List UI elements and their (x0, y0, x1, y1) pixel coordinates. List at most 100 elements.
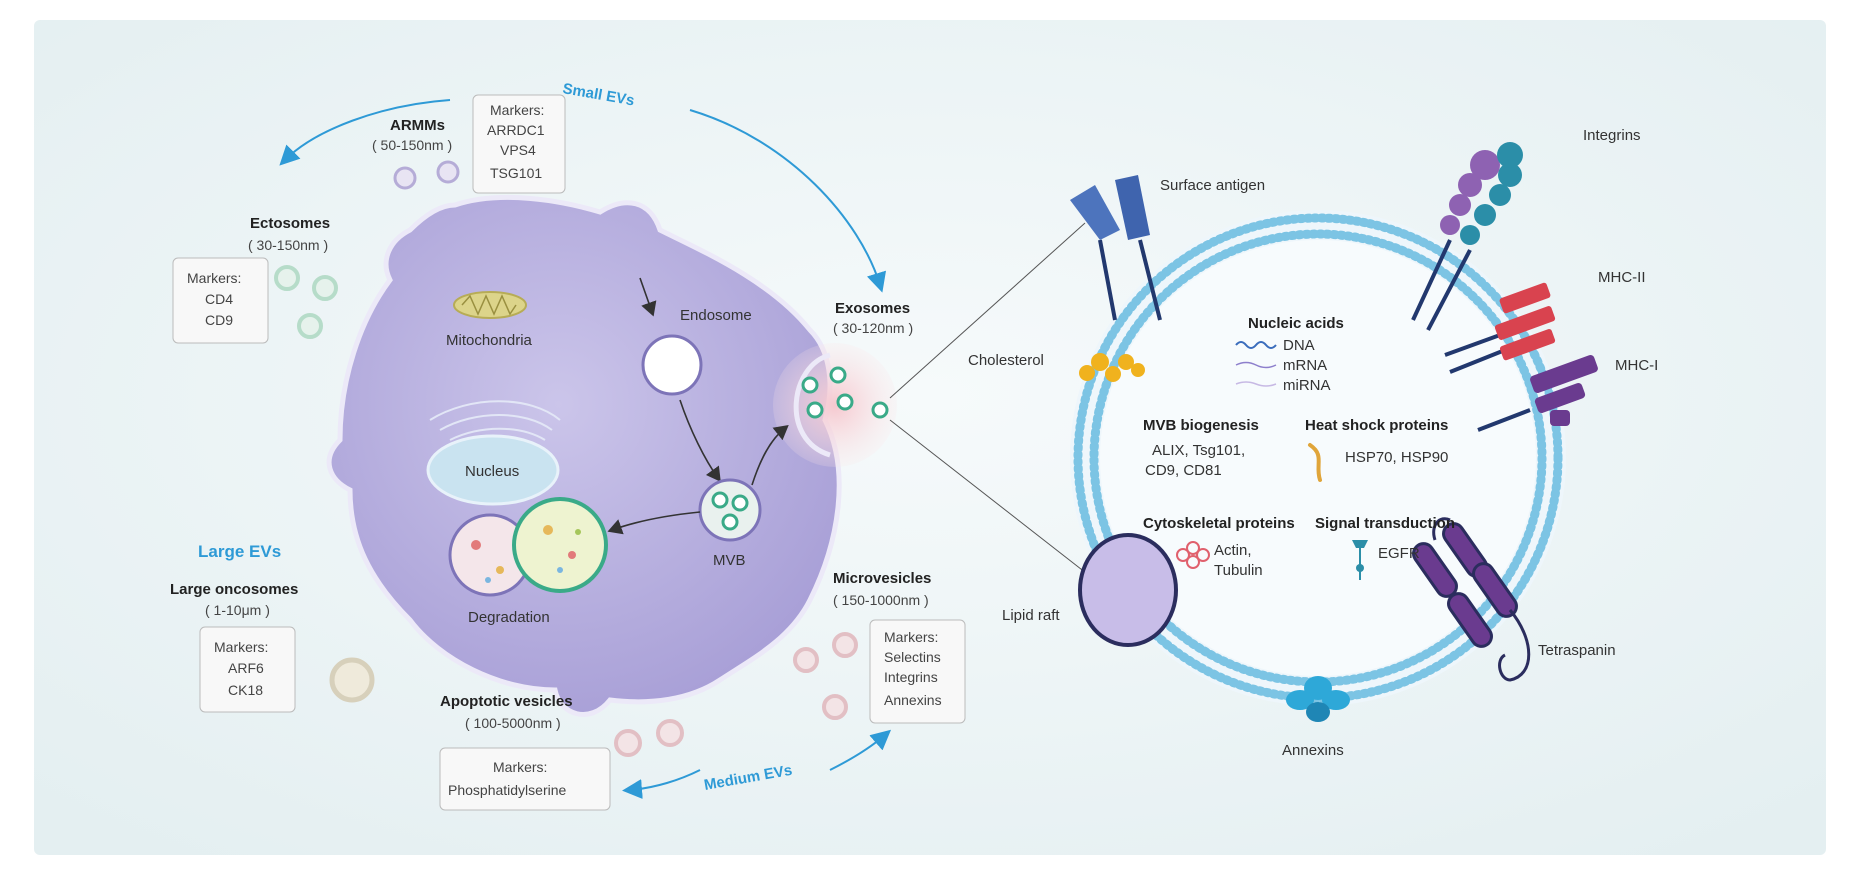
armms-marker-3: VPS4 (500, 142, 536, 158)
cytoskeletal-line-1: Actin, (1214, 542, 1252, 559)
microvesicles-marker-2: Selectins (884, 649, 941, 665)
mhc-ii-label: MHC-II (1598, 269, 1646, 286)
mhc-ii-protein (1444, 282, 1556, 374)
exosomes-title: Exosomes (835, 300, 910, 317)
mrna-label: mRNA (1283, 357, 1327, 374)
egfr-icon (1352, 540, 1368, 580)
zoom-line-top (889, 222, 1086, 399)
small-evs-arc-left (279, 99, 451, 166)
integrins-protein (1411, 142, 1523, 331)
arrow-mvb-to-degradation (607, 511, 701, 535)
heat-shock-protein-icon (1308, 443, 1322, 482)
microvesicles-size: ( 150-1000nm ) (833, 592, 929, 608)
large-oncosomes-marker-1: Markers: (214, 639, 268, 655)
cholesterol-label: Cholesterol (968, 352, 1044, 369)
medium-evs-arc-left (622, 769, 701, 800)
apoptotic-marker-1: Markers: (493, 759, 547, 775)
ectosomes-title: Ectosomes (250, 215, 330, 232)
cytoskeletal-title: Cytoskeletal proteins (1143, 515, 1295, 532)
nucleus-label: Nucleus (465, 463, 519, 480)
large-oncosomes-marker-3: CK18 (228, 682, 263, 698)
ectosomes-marker-2: CD4 (205, 291, 233, 307)
mirna-label: miRNA (1283, 377, 1331, 394)
apoptotic-size: ( 100-5000nm ) (465, 715, 561, 731)
armm-vesicle (393, 166, 417, 190)
cytoskeletal-line-2: Tubulin (1214, 562, 1263, 579)
annexins-protein (1286, 676, 1350, 722)
armms-marker-1: Markers: (490, 102, 544, 118)
integrins-label: Integrins (1583, 127, 1641, 144)
ectosomes-marker-3: CD9 (205, 312, 233, 328)
armm-vesicle (436, 160, 460, 184)
mitochondria-organelle (453, 291, 527, 319)
surface-antigen-label: Surface antigen (1160, 177, 1265, 194)
mitochondria-label: Mitochondria (446, 332, 533, 349)
microvesicle (793, 647, 819, 673)
mirna-icon (1235, 381, 1277, 387)
microvesicle (822, 694, 848, 720)
microvesicles-marker-1: Markers: (884, 629, 938, 645)
armms-title: ARMMs (390, 117, 445, 134)
small-evs-arc-right (689, 109, 887, 293)
heat-shock-line-1: HSP70, HSP90 (1345, 449, 1448, 466)
degradation-organelle (448, 497, 608, 597)
ectosome-vesicle (297, 313, 323, 339)
armms-marker-2: ARRDC1 (487, 122, 545, 138)
ectosomes-marker-1: Markers: (187, 270, 241, 286)
actin-icon (1176, 541, 1210, 569)
tetraspanin-label: Tetraspanin (1538, 642, 1616, 659)
microvesicles-marker-box (869, 619, 966, 724)
armms-size: ( 50-150nm ) (372, 137, 452, 153)
cell-body (326, 194, 842, 717)
medium-evs-arc-right (829, 729, 892, 771)
mvb-biogenesis-title: MVB biogenesis (1143, 417, 1259, 434)
arrow-endosome-to-mvb (679, 399, 721, 482)
nucleus-organelle (426, 434, 560, 506)
microvesicle (832, 632, 858, 658)
endoplasmic-reticulum (429, 400, 561, 441)
large-oncosomes-marker-2: ARF6 (228, 660, 264, 676)
annexins-label: Annexins (1282, 742, 1344, 759)
apoptotic-vesicle (614, 729, 642, 757)
mvb-biogenesis-line-2: CD9, CD81 (1145, 462, 1222, 479)
mvb-biogenesis-line-1: ALIX, Tsg101, (1152, 442, 1245, 459)
large-oncosome-vesicle (329, 657, 375, 703)
signal-transduction-title: Signal transduction (1315, 515, 1455, 532)
lipid-raft (1078, 533, 1178, 647)
tetraspanin-protein (1412, 517, 1531, 682)
apoptotic-vesicle (656, 719, 684, 747)
endosome-organelle (641, 334, 703, 396)
dna-icon (1235, 341, 1277, 349)
endosome-label: Endosome (680, 307, 752, 324)
apoptotic-marker-2: Phosphatidylserine (448, 782, 567, 798)
ectosomes-marker-box (172, 257, 269, 344)
large-oncosomes-title: Large oncosomes (170, 581, 298, 598)
mvb-organelle (698, 478, 762, 542)
microvesicles-marker-3: Integrins (884, 669, 938, 685)
apoptotic-marker-box (439, 747, 611, 811)
signal-transduction-line-1: EGFR (1378, 545, 1420, 562)
mhc-i-protein (1477, 355, 1598, 432)
nucleic-acids-title: Nucleic acids (1248, 315, 1344, 332)
zoom-line-bottom (889, 419, 1096, 581)
armms-marker-4: TSG101 (490, 165, 542, 181)
mrna-icon (1235, 361, 1277, 369)
surface-antigen-protein (1070, 175, 1162, 321)
arrow-to-endosome (639, 277, 657, 317)
large-oncosomes-size: ( 1-10μm ) (205, 602, 270, 618)
exosomes-size: ( 30-120nm ) (833, 320, 913, 336)
ectosomes-size: ( 30-150nm ) (248, 237, 328, 253)
apoptotic-title: Apoptotic vesicles (440, 693, 573, 710)
arrow-mvb-to-exosomes (751, 424, 789, 486)
mhc-i-label: MHC-I (1615, 357, 1658, 374)
ectosome-vesicle (274, 265, 300, 291)
ectosome-vesicle (312, 275, 338, 301)
large-oncosomes-marker-box (199, 626, 296, 713)
microvesicles-marker-4: Annexins (884, 692, 942, 708)
cholesterol-molecule (1079, 353, 1145, 382)
mvb-label: MVB (713, 552, 746, 569)
heat-shock-title: Heat shock proteins (1305, 417, 1448, 434)
dna-label: DNA (1283, 337, 1315, 354)
budding-membrane (793, 352, 831, 458)
